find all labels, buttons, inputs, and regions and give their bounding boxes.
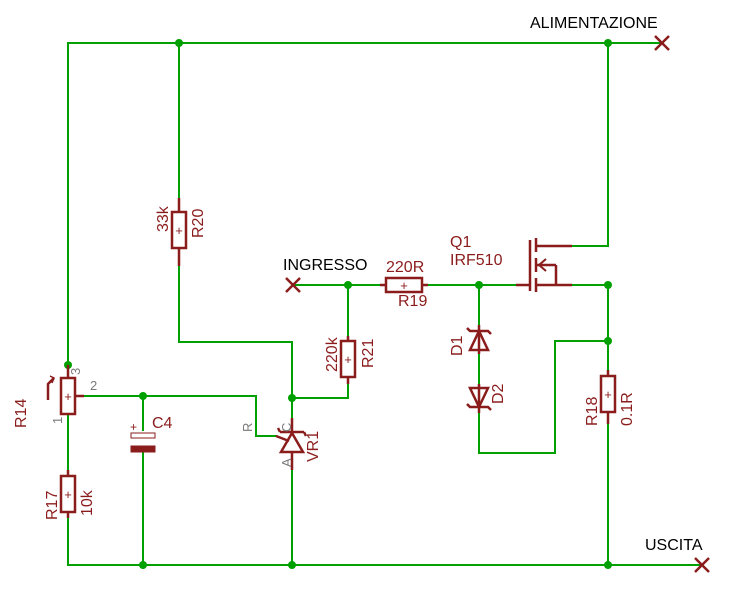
r14-name: R14 [13,399,30,428]
polarity-mark: + [400,278,408,293]
q1-name: Q1 [450,234,471,251]
d2-name: D2 [490,383,507,404]
resistor-r19: + 220R R19 [380,259,428,310]
wire-vr1-ref [142,395,277,437]
r14-pin1: 1 [50,417,65,424]
terminal-supply: ALIMENTAZIONE [530,15,670,51]
wires [67,42,703,566]
r14-pin3: 3 [68,368,83,375]
mosfet-q1: Q1 IRF510 [450,234,572,292]
r17-name: R17 [44,491,61,520]
r20-value: 33k [155,205,172,232]
polarity-mark: + [130,420,137,434]
d1-name: D1 [449,335,466,356]
resistor-r21: + 220k R21 [324,336,377,384]
terminal-input: INGRESSO [283,257,367,293]
shunt-regulator-vr1: R C A VR1 [240,418,322,470]
q1-value: IRF510 [450,252,503,269]
capacitor-c4: + C4 [130,415,173,453]
wire-r21-bottom [291,383,349,399]
vr1-pin-c: C [279,423,294,432]
net-label-supply: ALIMENTAZIONE [530,15,658,32]
junction-dot [288,394,296,402]
resistor-r17: + R17 10k [44,470,96,520]
polarity-mark: + [344,352,352,367]
resistor-r18: + R18 0.1R [584,370,636,426]
c4-plate-bottom [130,445,156,453]
r17-value: 10k [79,489,96,516]
vr1-pin-a: A [279,458,294,467]
r14-pin2: 2 [90,378,97,393]
vr1-pin-r: R [240,423,255,432]
c4-plate-top [130,432,156,439]
zener-diode-d2: D2 [466,383,507,413]
r19-name: R19 [398,293,427,310]
zener-diode-d1: D1 [449,325,492,356]
junction-dot [604,337,612,345]
wire-r20-vr1 [178,265,293,419]
r21-value: 220k [324,336,341,372]
junction-dot [175,39,183,47]
r20-name: R20 [190,209,207,238]
trimmer-adjust-icon [46,377,55,400]
junction-dot [344,281,352,289]
polarity-mark: + [64,487,72,502]
r21-name: R21 [360,339,377,368]
trimmer-r14: + R14 3 2 1 [13,365,97,428]
polarity-mark: + [64,389,72,404]
r19-value: 220R [386,259,424,276]
junction-dot [604,561,612,569]
junction-dot [288,561,296,569]
polarity-mark: + [175,223,183,238]
net-label-output: USCITA [645,537,703,554]
wire-d2-source [478,340,609,454]
junction-dot [139,392,147,400]
junction-dot [475,281,483,289]
net-label-input: INGRESSO [283,257,367,274]
r18-value: 0.1R [619,392,636,426]
c4-name: C4 [152,415,173,432]
junctions [64,39,612,569]
junction-dot [604,281,612,289]
wire-source [571,284,609,377]
r18-name: R18 [584,397,601,426]
junction-dot [604,39,612,47]
resistor-r20: + 33k R20 [155,198,207,266]
vr1-name: VR1 [305,431,322,462]
polarity-mark: + [604,387,612,402]
junction-dot [139,561,147,569]
terminal-output: USCITA [645,537,710,573]
